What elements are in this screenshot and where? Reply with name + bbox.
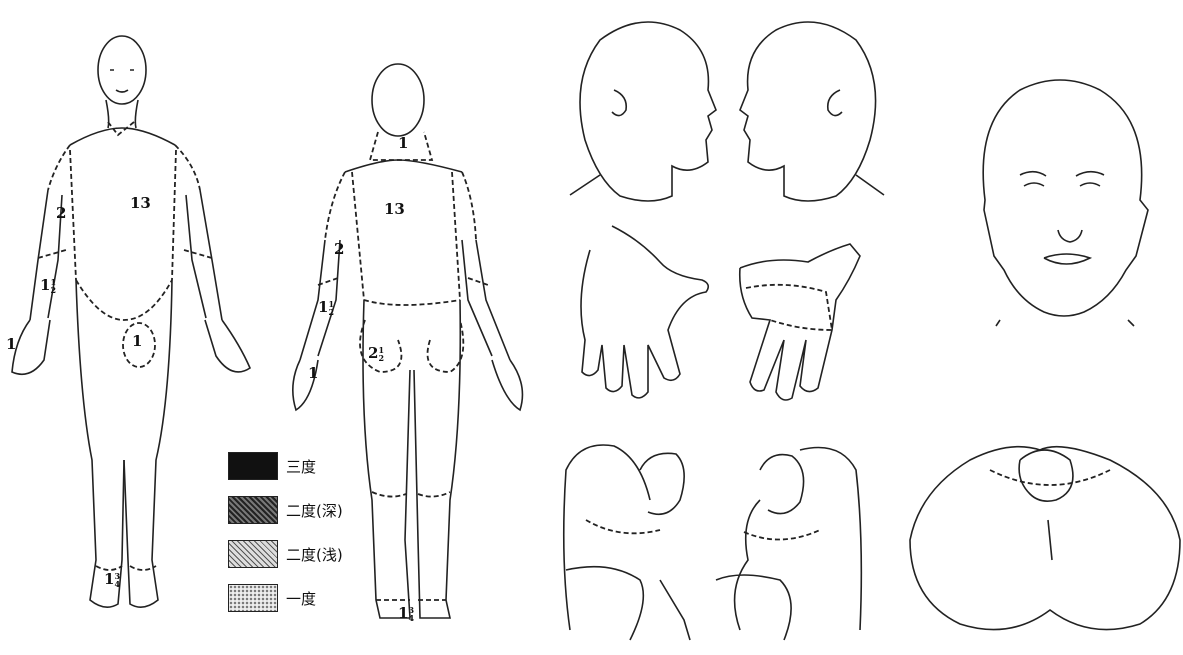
perineum-illustration: [910, 447, 1180, 630]
back-upper-arm-label: 2: [334, 242, 344, 257]
legend-swatch-solid-black: [228, 452, 278, 480]
legend-item-first-degree: 一度: [228, 584, 343, 612]
back-forearm-whole: 1: [318, 298, 328, 316]
back-buttock-den: 2: [378, 354, 384, 362]
front-foot-den: 4: [114, 580, 120, 588]
front-foot-whole: 1: [104, 570, 114, 588]
front-trunk-label: 13: [130, 196, 151, 211]
burn-degree-legend: 三度 二度(深) 二度(浅) 一度: [228, 452, 343, 628]
legend-item-shallow-second-degree: 二度(浅): [228, 540, 343, 568]
front-forearm-den: 2: [50, 286, 56, 294]
legend-swatch-dotted: [228, 584, 278, 612]
front-body-figure: [12, 36, 250, 607]
front-face-illustration: [983, 80, 1148, 326]
back-buttock-whole: 2: [368, 344, 378, 362]
legend-label: 二度(深): [286, 500, 343, 521]
front-hand-label: 1: [6, 337, 16, 352]
back-foot-whole: 1: [398, 604, 408, 622]
legend-item-deep-second-degree: 二度(深): [228, 496, 343, 524]
profile-heads: [570, 22, 884, 201]
legend-swatch-dense-hatch: [228, 496, 278, 524]
legend-swatch-light-hatch: [228, 540, 278, 568]
back-hand-label: 1: [308, 366, 318, 381]
back-foot-den: 4: [408, 614, 414, 622]
front-upper-arm-label: 2: [56, 206, 66, 221]
legend-label: 二度(浅): [286, 544, 343, 565]
legend-item-third-degree: 三度: [228, 452, 343, 480]
front-genital-label: 1: [132, 334, 142, 349]
front-forearm-whole: 1: [40, 276, 50, 294]
back-trunk-label: 13: [384, 202, 405, 217]
raised-arms-illustration: [564, 445, 862, 640]
back-neck-label: 1: [398, 136, 408, 151]
legend-label: 三度: [286, 456, 316, 477]
legend-label: 一度: [286, 588, 316, 609]
back-forearm-den: 2: [328, 308, 334, 316]
hands-illustration: [581, 226, 860, 400]
